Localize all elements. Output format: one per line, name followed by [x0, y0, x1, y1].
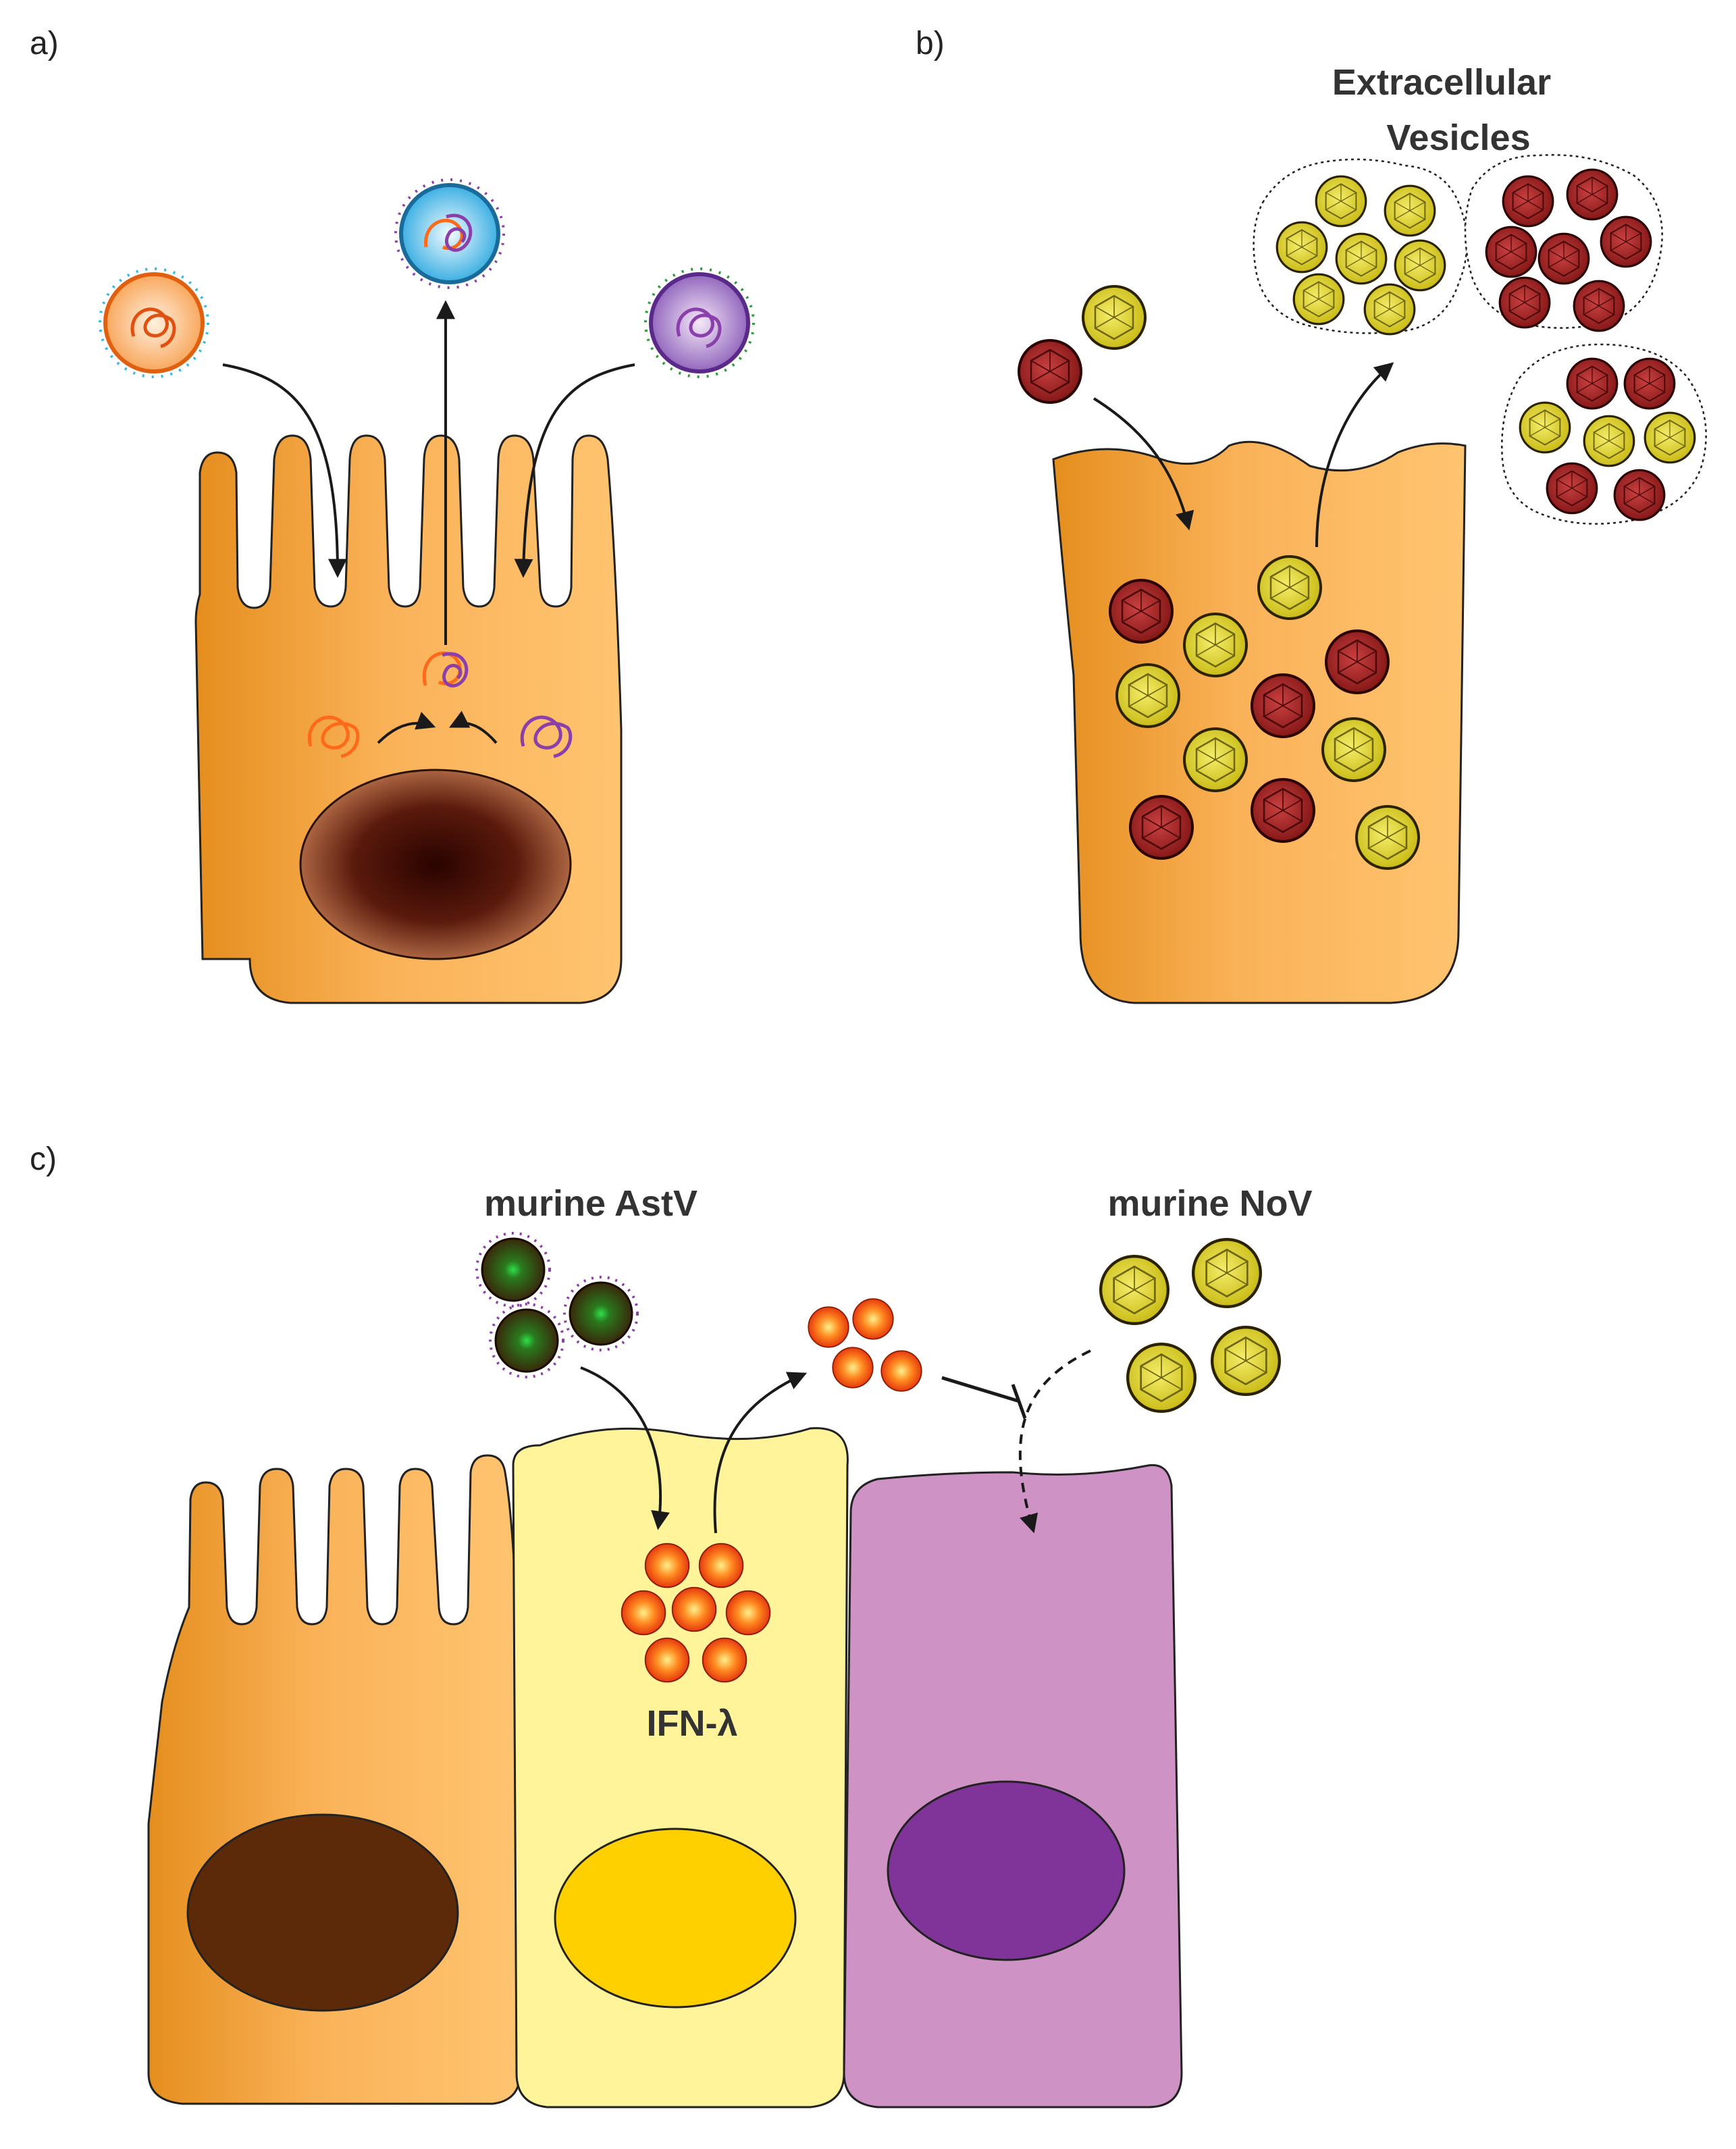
incoming-virus-yellow [1082, 285, 1147, 350]
panel-b: Extracellular Vesicles [1018, 62, 1707, 1004]
exit-arrow-b [1315, 362, 1394, 548]
astv-entry-arrow [580, 1366, 670, 1530]
nucleus-purple-cell [887, 1780, 1126, 1961]
blue-virus [394, 178, 505, 289]
nucleus-orange-cell [186, 1813, 459, 2012]
panel-label-b: b) [916, 26, 945, 61]
extracellular-vesicle-yellow [1253, 158, 1468, 336]
panel-a [99, 178, 755, 1004]
nucleus-yellow-cell [554, 1828, 797, 2009]
extracellular-vesicle-red [1464, 154, 1663, 332]
nov-blocked-entry-arrow [1018, 1349, 1091, 1534]
ifn-secretion-arrow [713, 1372, 808, 1534]
recomb-arrow-right [448, 710, 498, 744]
entry-arrow-purple [514, 363, 635, 578]
vesicles-label-line1: Extracellular [1332, 62, 1551, 103]
purple-virus [644, 267, 755, 378]
astv-particles [475, 1232, 639, 1378]
nucleus-a [299, 769, 572, 960]
incoming-virus-red [1018, 339, 1082, 404]
orange-virus [99, 267, 209, 378]
entry-arrow-b [1093, 397, 1194, 531]
vesicles-label-line2: Vesicles [1386, 118, 1530, 158]
rna-genome-recombinant [422, 651, 469, 688]
ifn-lambda-secreted [808, 1298, 922, 1392]
astv-label: murine AstV [484, 1183, 698, 1224]
ifn-lambda-label: IFN-λ [647, 1703, 738, 1744]
extracellular-vesicle-mixed [1501, 343, 1707, 525]
panel-label-a: a) [30, 26, 59, 61]
nov-particles [1101, 1239, 1280, 1412]
nov-label: murine NoV [1107, 1183, 1312, 1224]
panel-label-c: c) [30, 1141, 57, 1177]
recomb-arrow-left [377, 712, 436, 744]
rna-genome-purple [520, 715, 573, 758]
panel-c: murine AstV murine NoV [147, 1183, 1313, 2108]
rna-genome-orange [307, 715, 360, 758]
inhibition-symbol [941, 1376, 1027, 1419]
entry-arrow-orange [222, 363, 347, 578]
